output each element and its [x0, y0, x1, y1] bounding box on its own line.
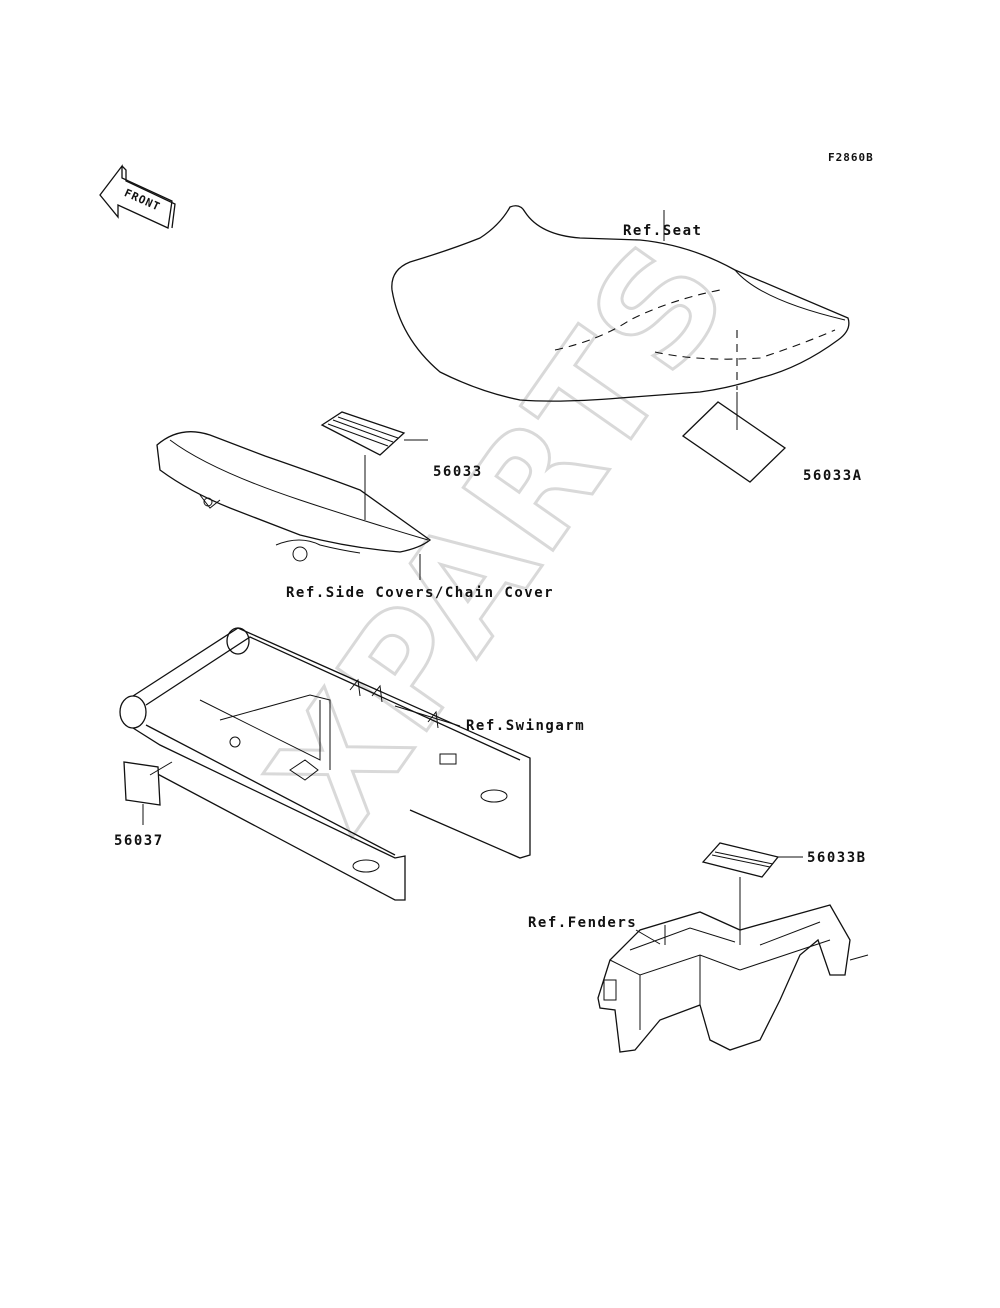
swingarm-ref-label: Ref.Swingarm [466, 718, 585, 734]
part-56037-label: 56037 [114, 833, 164, 849]
part-56033A-label: 56033A [803, 468, 863, 484]
fenders-ref-label: Ref.Fenders [528, 915, 637, 931]
part-56033-label: 56033 [433, 464, 483, 480]
seat-ref-label: Ref.Seat [623, 223, 702, 239]
swingarm-drawing [119, 627, 531, 901]
watermark: XPARTS [235, 210, 765, 862]
seat-drawing [391, 205, 850, 402]
fender-drawing [597, 904, 869, 1053]
label-56033A-drawing [681, 392, 787, 483]
figure-code: F2860B [828, 151, 874, 164]
label-56037-drawing [123, 761, 173, 825]
watermark-text: XPARTS [237, 211, 764, 860]
side-covers-ref-label: Ref.Side Covers/Chain Cover [286, 585, 554, 601]
label-56033-drawing [320, 411, 428, 520]
part-56033B-label: 56033B [807, 850, 867, 866]
label-56033B-drawing [701, 842, 803, 945]
chain-cover-drawing [156, 431, 432, 580]
front-arrow-icon: FRONT [99, 164, 176, 229]
